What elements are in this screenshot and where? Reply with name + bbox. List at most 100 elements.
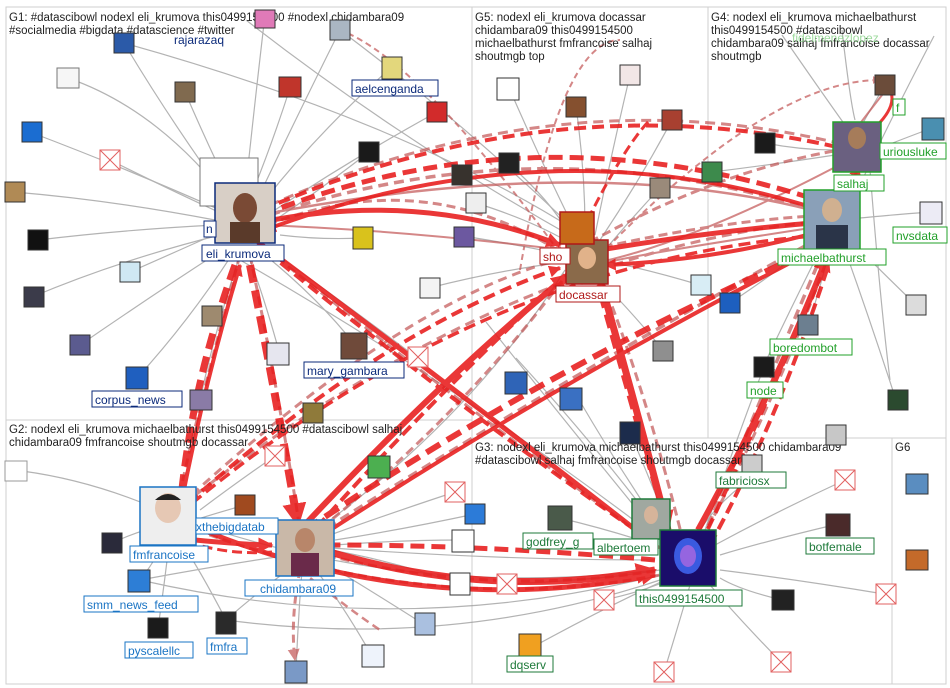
label-f: f [896, 101, 900, 115]
node-avatar[interactable] [559, 387, 583, 411]
node-avatar[interactable] [381, 56, 403, 80]
label-dqserv: dqserv [510, 658, 546, 672]
placeholder-icon[interactable] [407, 346, 429, 368]
label-botfemale: botfemale [809, 540, 862, 554]
node-avatar[interactable] [329, 19, 351, 41]
placeholder-icon[interactable] [593, 589, 615, 611]
placeholder-icon[interactable] [264, 445, 286, 467]
node-avatar[interactable] [619, 64, 641, 86]
node-avatar[interactable] [69, 334, 91, 356]
node-avatar[interactable] [874, 74, 896, 96]
node-avatar[interactable] [352, 226, 374, 250]
node-avatar[interactable] [518, 633, 542, 657]
node-avatar[interactable] [358, 141, 380, 163]
node-avatar[interactable] [652, 340, 674, 362]
node-avatar[interactable] [189, 389, 213, 411]
hub-eli-krumova[interactable] [214, 182, 276, 244]
node-avatar[interactable] [367, 455, 391, 479]
label-michaelbathurst: michaelbathurst [781, 251, 866, 265]
node-avatar[interactable] [504, 371, 528, 395]
node-avatar[interactable] [754, 132, 776, 154]
placeholder-icon[interactable] [653, 661, 675, 683]
node-avatar[interactable] [254, 9, 276, 29]
node-avatar[interactable] [451, 529, 475, 553]
node-avatar[interactable] [547, 505, 573, 531]
node-avatar[interactable] [619, 421, 641, 445]
hub-salhaj[interactable] [832, 121, 882, 173]
node-avatar[interactable] [905, 294, 927, 316]
node-avatar[interactable] [649, 177, 671, 199]
node-avatar[interactable] [453, 226, 475, 248]
g4-header-line4: shoutmgb [711, 51, 762, 63]
placeholder-icon[interactable] [496, 573, 518, 595]
node-avatar[interactable] [125, 366, 149, 390]
placeholder-icon[interactable] [834, 469, 856, 491]
node-avatar[interactable] [661, 109, 683, 131]
label-shoutmgb: sho [543, 250, 563, 264]
label-thebigdatab: xthebigdatab [196, 520, 265, 534]
label-pyscalellc: pyscalellc [128, 644, 180, 658]
node-avatar[interactable] [127, 569, 151, 593]
hub-this0499154500[interactable] [659, 529, 717, 587]
label-rajarazaq: rajarazaq [174, 33, 224, 47]
label-curiousluke: uriousluke [883, 145, 938, 159]
node-avatar[interactable] [113, 32, 135, 54]
node-avatar[interactable] [4, 181, 26, 203]
node-avatar[interactable] [23, 286, 45, 308]
node-avatar[interactable] [753, 356, 775, 378]
node-avatar[interactable] [419, 277, 441, 299]
node-avatar[interactable] [147, 617, 169, 639]
hub-fmfrancoise[interactable] [139, 486, 197, 546]
node-avatar[interactable] [278, 76, 302, 98]
node-avatar[interactable] [215, 611, 237, 635]
placeholder-icon[interactable] [444, 481, 466, 503]
placeholder-icon[interactable] [875, 583, 897, 605]
node-avatar[interactable] [27, 229, 49, 251]
placeholder-icon[interactable] [99, 149, 121, 171]
node-avatar[interactable] [565, 96, 587, 118]
node-avatar[interactable] [201, 305, 223, 327]
node-avatar[interactable] [797, 314, 819, 336]
g4-header-line1: G4: nodexl eli_krumova michaelbathurst [711, 12, 917, 24]
node-avatar[interactable] [451, 164, 473, 186]
label-fabriciosx: fabriciosx [719, 474, 770, 488]
g2-header-line1: G2: nodexl eli_krumova michaelbathurst t… [9, 424, 402, 436]
node-avatar[interactable] [340, 332, 368, 360]
hub-chidambara09[interactable] [275, 519, 335, 577]
node-avatar[interactable] [449, 572, 471, 596]
node-avatar[interactable] [174, 81, 196, 103]
node-avatar[interactable] [905, 473, 929, 495]
node-avatar[interactable] [496, 77, 520, 101]
placeholder-icon[interactable] [770, 651, 792, 673]
node-avatar[interactable] [426, 101, 448, 123]
node-avatar[interactable] [465, 192, 487, 214]
node-avatar[interactable] [825, 424, 847, 446]
node-avatar[interactable] [771, 589, 795, 611]
node-avatar[interactable] [101, 532, 123, 554]
node-avatar[interactable] [905, 549, 929, 571]
node-avatar[interactable] [919, 201, 943, 225]
node-avatar[interactable] [887, 389, 909, 411]
hub-michaelbathurst[interactable] [803, 189, 861, 251]
node-avatar[interactable] [464, 503, 486, 525]
node-avatar[interactable] [4, 460, 28, 482]
node-avatar[interactable] [921, 117, 945, 141]
node-avatar[interactable] [56, 67, 80, 89]
hub-shoutmgb[interactable] [559, 211, 595, 245]
node-avatar[interactable] [690, 274, 712, 296]
hub-docassar[interactable] [565, 239, 609, 285]
node-avatar[interactable] [498, 152, 520, 174]
node-avatar[interactable] [21, 121, 43, 143]
node-avatar[interactable] [701, 161, 723, 183]
node-avatar[interactable] [825, 513, 851, 537]
node-avatar[interactable] [414, 612, 436, 636]
node-avatar[interactable] [302, 402, 324, 424]
node-avatar[interactable] [266, 342, 290, 366]
node-avatar[interactable] [284, 660, 308, 684]
node-avatar[interactable] [719, 292, 741, 314]
node-avatar[interactable] [119, 261, 141, 283]
node-avatar[interactable] [234, 494, 256, 516]
node-avatar[interactable] [361, 644, 385, 668]
label-mary-gambara: mary_gambara [307, 364, 388, 378]
